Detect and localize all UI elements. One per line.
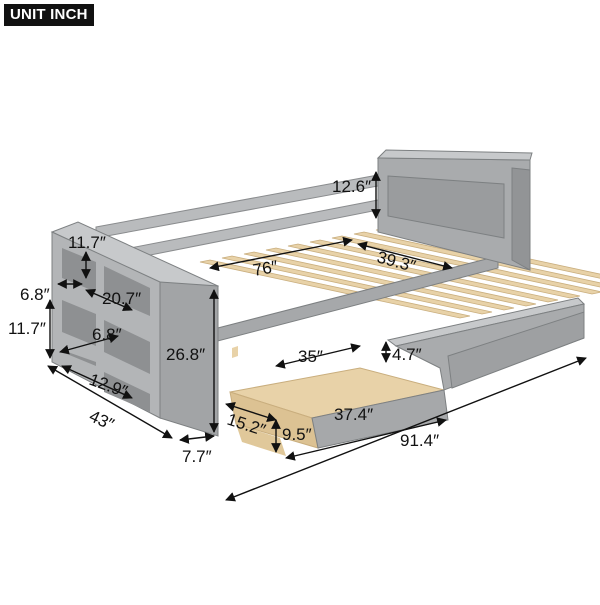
label-total-length: 91.4″ (400, 431, 439, 450)
label-shelf-total-height: 26.8″ (166, 345, 205, 364)
label-bed-length-inner: 76″ (251, 257, 279, 280)
label-shelf-left-height: 11.7″ (8, 319, 46, 338)
label-drawer-length: 35″ (298, 347, 323, 366)
label-shelf-top-height: 11.7″ (68, 233, 106, 252)
bookcase-footboard (50, 221, 220, 437)
headboard (376, 149, 533, 271)
label-shelf-inner-width: 20.7″ (102, 289, 141, 308)
label-bed-width: 43″ (86, 406, 117, 434)
label-shelf-depth: 7.7″ (182, 447, 212, 466)
label-headboard-height: 12.6″ (332, 177, 371, 196)
label-drawer-inner-length: 37.4″ (334, 405, 373, 424)
label-shelf-side-depth: 6.8″ (20, 285, 50, 304)
unit-badge: UNIT INCH (4, 4, 94, 26)
label-shelf-lower-depth: 6.8″ (92, 325, 122, 344)
dimension-lines (45, 171, 587, 502)
label-drawer-handle-height: 4.7″ (392, 345, 422, 364)
label-drawer-height: 9.5″ (282, 425, 312, 444)
